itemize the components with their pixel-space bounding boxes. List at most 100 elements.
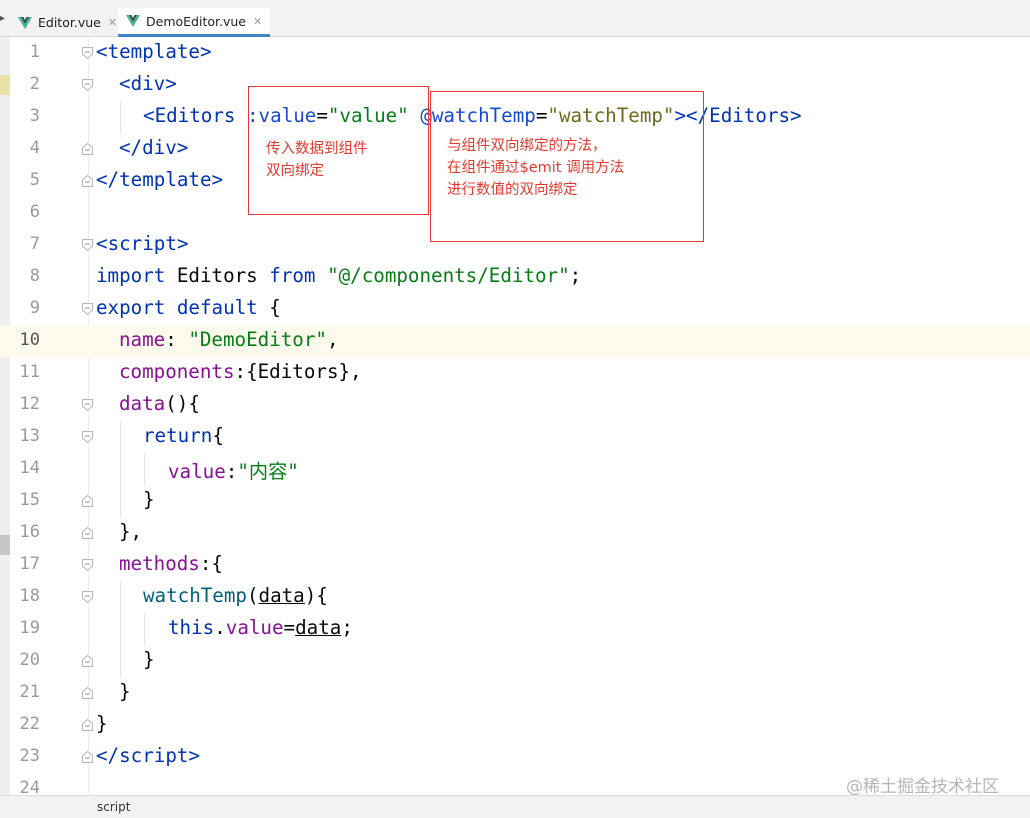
code-line[interactable]: 13 return{ [0, 421, 1030, 453]
breadcrumb[interactable]: script [97, 800, 131, 814]
code-line[interactable]: 11 components:{Editors}, [0, 357, 1030, 389]
property-name: value [168, 460, 226, 483]
tag-bracket: > [674, 104, 687, 127]
code-editor[interactable]: 1 <template> 2 <div> 3 <Editors :value="… [0, 37, 1030, 795]
fold-open-icon[interactable] [82, 79, 93, 91]
tab-scroll-left-icon[interactable]: ▸ [0, 13, 6, 24]
code-line[interactable]: 6 [0, 197, 1030, 229]
line-number: 6 [29, 202, 40, 222]
property-name: name [119, 328, 166, 351]
code-line[interactable]: 21 } [0, 677, 1030, 709]
code-line[interactable]: 15 } [0, 485, 1030, 517]
indent-guide [144, 453, 145, 485]
tag-name: script [107, 232, 177, 255]
fold-open-icon[interactable] [82, 303, 93, 315]
code-text: </template> [96, 168, 223, 191]
code-line[interactable]: 17 methods:{ [0, 549, 1030, 581]
close-icon[interactable]: ✕ [252, 14, 263, 28]
fold-open-icon[interactable] [82, 559, 93, 571]
fold-end-icon[interactable] [82, 495, 93, 507]
tag-name: Editors [709, 104, 791, 127]
code-line-current[interactable]: 10 name: "DemoEditor", [0, 325, 1030, 357]
keyword: return [143, 424, 213, 447]
code-line[interactable]: 3 <Editors :value="value" @watchTemp="wa… [0, 101, 1030, 133]
code-line[interactable]: 7 <script> [0, 229, 1030, 261]
code-line[interactable]: 16 }, [0, 517, 1030, 549]
function-name: watchTemp [143, 584, 247, 607]
punctuation: } [119, 680, 131, 703]
close-icon[interactable]: ✕ [107, 16, 118, 29]
fold-end-icon[interactable] [82, 719, 93, 731]
punctuation: : [165, 328, 189, 351]
code-rest: (){ [165, 392, 200, 415]
code-line[interactable]: 24 [0, 773, 1030, 795]
fold-open-icon[interactable] [82, 591, 93, 603]
keyword: from [269, 264, 316, 287]
punctuation: ; [341, 616, 353, 639]
code-line[interactable]: 23 </script> [0, 741, 1030, 773]
operator: = [316, 104, 328, 127]
attribute-name: :value [247, 104, 317, 127]
tag-bracket: > [176, 232, 189, 255]
fold-end-icon[interactable] [82, 687, 93, 699]
punctuation: ){ [304, 584, 328, 607]
indent-guide [144, 613, 145, 645]
code-line[interactable]: 4 </div> [0, 133, 1030, 165]
code-line[interactable]: 9 export default { [0, 293, 1030, 325]
code-line[interactable]: 19 this.value=data; [0, 613, 1030, 645]
code-line[interactable]: 8 import Editors from "@/components/Edit… [0, 261, 1030, 293]
fold-open-icon[interactable] [82, 431, 93, 443]
tab-editor-vue[interactable]: Editor.vue ✕ [18, 8, 117, 37]
indent-guide [120, 613, 121, 645]
annotation-box-watchtemp [430, 91, 704, 242]
tag-name: template [119, 168, 212, 191]
fold-open-icon[interactable] [82, 239, 93, 251]
punctuation: } [96, 712, 108, 735]
code-line[interactable]: 5 </template> [0, 165, 1030, 197]
code-line[interactable]: 20 } [0, 645, 1030, 677]
string-literal: "@/components/Editor" [327, 264, 570, 287]
fold-end-icon[interactable] [82, 527, 93, 539]
indent-guide [120, 581, 121, 613]
fold-end-icon[interactable] [82, 175, 93, 187]
code-line[interactable]: 14 value:"内容" [0, 453, 1030, 485]
punctuation: { [257, 296, 281, 319]
code-text: name: "DemoEditor", [119, 328, 339, 351]
punctuation: }, [119, 520, 143, 543]
line-number: 18 [19, 586, 40, 606]
code-line[interactable]: 12 data(){ [0, 389, 1030, 421]
tag-bracket: </ [96, 168, 120, 191]
scroll-marker [0, 535, 10, 555]
attribute-value: "value" [327, 104, 409, 127]
indent-guide [120, 421, 121, 453]
tag-bracket: > [790, 104, 802, 127]
line-number: 15 [19, 490, 40, 510]
tab-demoeditor-vue[interactable]: DemoEditor.vue ✕ [118, 8, 271, 37]
fold-open-icon[interactable] [82, 47, 93, 59]
punctuation: } [143, 488, 155, 511]
fold-end-icon[interactable] [82, 143, 93, 155]
change-marker [0, 75, 10, 95]
fold-open-icon[interactable] [82, 399, 93, 411]
watermark: @稀土掘金技术社区 [846, 777, 999, 797]
code-line[interactable]: 2 <div> [0, 69, 1030, 101]
annotation-text-watchtemp: 与组件双向绑定的方法， 在组件通过$emit 调用方法 进行数值的双向绑定 [447, 138, 625, 198]
tag-bracket: > [199, 40, 212, 63]
fold-end-icon[interactable] [82, 655, 93, 667]
code-line[interactable]: 1 <template> [0, 37, 1030, 69]
code-text: watchTemp(data){ [143, 584, 328, 607]
tab-label: DemoEditor.vue [146, 13, 246, 29]
code-text: data(){ [119, 392, 200, 415]
code-line[interactable]: 22 } [0, 709, 1030, 741]
code-text: value:"内容" [168, 456, 299, 484]
line-number: 10 [19, 330, 40, 350]
keyword: this [168, 616, 215, 639]
tag-name: script [119, 744, 189, 767]
code-line[interactable]: 18 watchTemp(data){ [0, 581, 1030, 613]
tag-bracket: < [143, 104, 155, 127]
line-number: 22 [19, 714, 40, 734]
line-number: 11 [19, 362, 40, 382]
fold-end-icon[interactable] [82, 751, 93, 763]
code-text: components:{Editors}, [119, 360, 362, 383]
line-number: 20 [19, 650, 40, 670]
